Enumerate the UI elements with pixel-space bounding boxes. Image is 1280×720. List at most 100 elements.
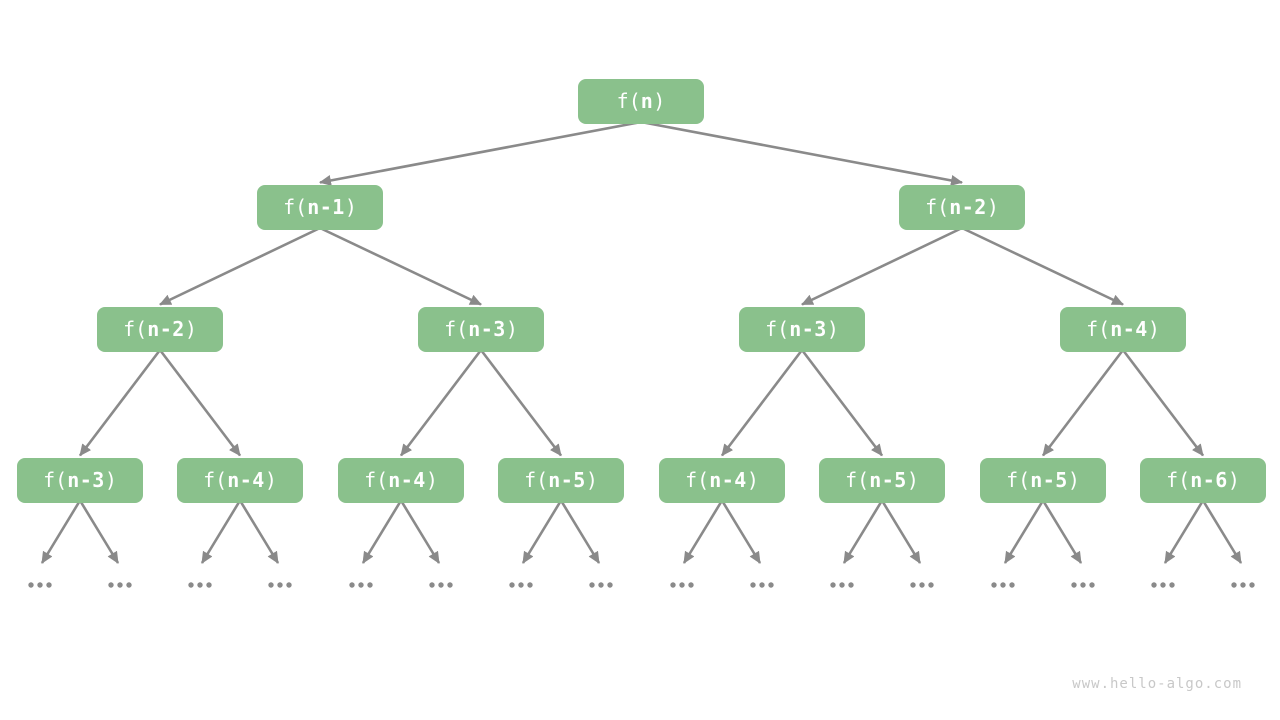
- ellipsis-dot: [830, 582, 836, 588]
- ellipsis-dot: [28, 582, 34, 588]
- tree-node-n5-f(n-3): f(n-3): [418, 306, 544, 352]
- node-label-suffix: ): [1147, 317, 1160, 341]
- node-label-prefix: f(: [43, 468, 68, 492]
- tree-edge: [961, 226, 1124, 306]
- ellipsis-dot: [919, 582, 925, 588]
- ellipsis-leaf: [1071, 582, 1095, 588]
- node-label-prefix: f(: [203, 468, 228, 492]
- tree-edge: [78, 499, 120, 564]
- tree-node-n6-f(n-3): f(n-3): [739, 306, 865, 352]
- node-label-prefix: f(: [1086, 317, 1111, 341]
- ellipsis-dot: [991, 582, 997, 588]
- node-label-suffix: ): [986, 195, 999, 219]
- tree-edge: [399, 349, 483, 457]
- node-label-prefix: f(: [1006, 468, 1031, 492]
- ellipsis-dot: [197, 582, 203, 588]
- ellipsis-leaf: [589, 582, 613, 588]
- node-label-argument: n: [640, 89, 654, 113]
- node-label-suffix: ): [653, 89, 666, 113]
- tree-node-n12-f(n-4): f(n-4): [659, 457, 785, 503]
- node-label-argument: n-4: [1110, 317, 1148, 341]
- ellipsis-dot: [527, 582, 533, 588]
- ellipsis-leaf: [670, 582, 694, 588]
- node-label-prefix: f(: [925, 195, 950, 219]
- ellipsis-dot: [518, 582, 524, 588]
- node-label-prefix: f(: [685, 468, 710, 492]
- tree-node-n3-f(n-2): f(n-2): [899, 184, 1025, 230]
- tree-node-n13-f(n-5): f(n-5): [819, 457, 945, 503]
- tree-edge: [640, 120, 963, 186]
- tree-edge: [682, 499, 724, 564]
- ellipsis-dot: [910, 582, 916, 588]
- ellipsis-dot: [1249, 582, 1255, 588]
- ellipsis-dot: [607, 582, 613, 588]
- node-label-prefix: f(: [364, 468, 389, 492]
- ellipsis-dot: [268, 582, 274, 588]
- ellipsis-dot: [1160, 582, 1166, 588]
- ellipsis-dot: [1089, 582, 1095, 588]
- node-label-argument: n-2: [949, 195, 987, 219]
- node-label-argument: n-4: [709, 468, 747, 492]
- node-label-argument: n-5: [1030, 468, 1068, 492]
- ellipsis-leaf: [1231, 582, 1255, 588]
- node-label-argument: n-3: [789, 317, 827, 341]
- tree-edge: [521, 499, 563, 564]
- node-label-suffix: ): [425, 468, 438, 492]
- node-label-suffix: ): [1067, 468, 1080, 492]
- tree-node-n15-f(n-6): f(n-6): [1140, 457, 1266, 503]
- ellipsis-dot: [839, 582, 845, 588]
- tree-edge: [158, 349, 242, 457]
- tree-node-n9-f(n-4): f(n-4): [177, 457, 303, 503]
- ellipsis-leaf: [750, 582, 774, 588]
- node-label-prefix: f(: [845, 468, 870, 492]
- tree-node-n4-f(n-2): f(n-2): [97, 306, 223, 352]
- ellipsis-leaf: [991, 582, 1015, 588]
- ellipsis-dot: [447, 582, 453, 588]
- tree-node-n10-f(n-4): f(n-4): [338, 457, 464, 503]
- ellipsis-dot: [928, 582, 934, 588]
- tree-edge: [479, 349, 563, 457]
- ellipsis-dot: [286, 582, 292, 588]
- ellipsis-dot: [679, 582, 685, 588]
- ellipsis-dot: [1240, 582, 1246, 588]
- ellipsis-dot: [367, 582, 373, 588]
- ellipsis-leaf: [1151, 582, 1175, 588]
- node-label-suffix: ): [585, 468, 598, 492]
- ellipsis-dot: [589, 582, 595, 588]
- node-label-argument: n-1: [307, 195, 345, 219]
- node-label-prefix: f(: [765, 317, 790, 341]
- node-label-argument: n-6: [1190, 468, 1228, 492]
- node-label-suffix: ): [104, 468, 117, 492]
- ellipsis-dot: [46, 582, 52, 588]
- node-label-prefix: f(: [444, 317, 469, 341]
- tree-edge: [159, 226, 321, 306]
- node-label-suffix: ): [906, 468, 919, 492]
- ellipsis-leaf: [268, 582, 292, 588]
- ellipsis-leaf: [509, 582, 533, 588]
- ellipsis-dot: [117, 582, 123, 588]
- ellipsis-dot: [358, 582, 364, 588]
- ellipsis-dot: [670, 582, 676, 588]
- tree-edge: [78, 349, 162, 457]
- tree-edge: [720, 499, 762, 564]
- ellipsis-dot: [1231, 582, 1237, 588]
- ellipsis-dot: [1009, 582, 1015, 588]
- ellipsis-dot: [750, 582, 756, 588]
- tree-node-n1-f(n): f(n): [578, 78, 704, 124]
- tree-node-n8-f(n-3): f(n-3): [17, 457, 143, 503]
- node-label-argument: n-5: [548, 468, 586, 492]
- tree-node-n14-f(n-5): f(n-5): [980, 457, 1106, 503]
- tree-edge: [801, 226, 963, 306]
- ellipsis-dot: [598, 582, 604, 588]
- ellipsis-dot: [206, 582, 212, 588]
- tree-edge: [1041, 499, 1083, 564]
- node-label-suffix: ): [344, 195, 357, 219]
- tree-edge: [842, 499, 884, 564]
- tree-edge: [361, 499, 403, 564]
- node-label-prefix: f(: [1166, 468, 1191, 492]
- node-label-suffix: ): [1227, 468, 1240, 492]
- ellipsis-dot: [768, 582, 774, 588]
- tree-edge: [40, 499, 82, 564]
- ellipsis-dot: [848, 582, 854, 588]
- tree-edge: [1041, 349, 1125, 457]
